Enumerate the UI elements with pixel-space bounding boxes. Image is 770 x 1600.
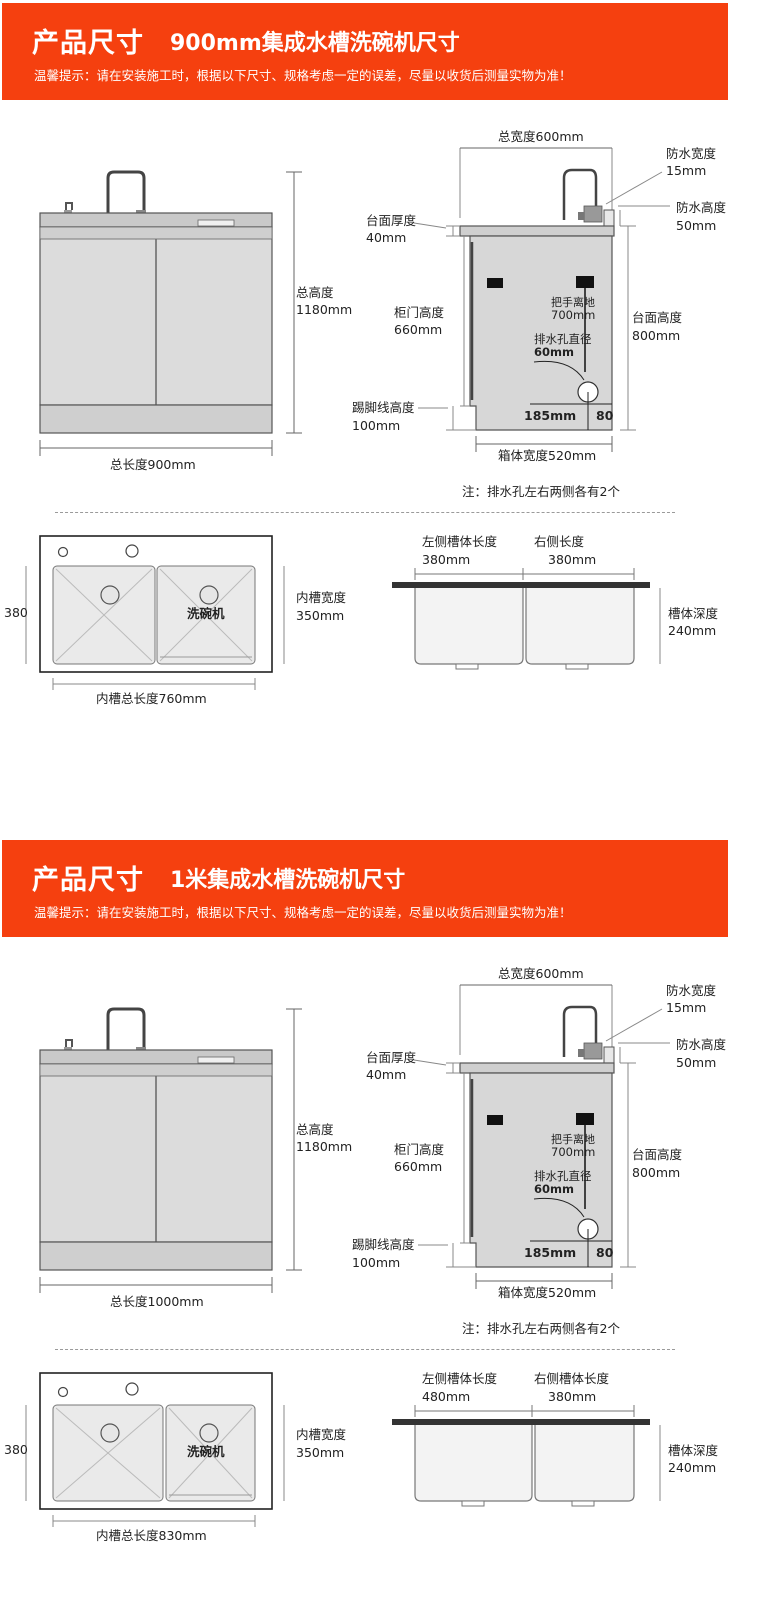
sink-left-length-value: 380mm bbox=[422, 552, 470, 567]
side-kick-label: 踢脚线高度 bbox=[352, 400, 415, 415]
top-inner-width-label: 内槽宽度 bbox=[296, 1427, 347, 1442]
section-1-divider bbox=[55, 512, 675, 513]
sink-depth-label: 槽体深度 bbox=[668, 606, 719, 621]
section-2-divider bbox=[55, 1349, 675, 1350]
sink-right-length-value: 380mm bbox=[548, 1389, 596, 1404]
top-inner-width-value: 350mm bbox=[296, 1445, 344, 1460]
front-total-height-value: 1180mm bbox=[296, 302, 352, 317]
sink-right-length-value: 380mm bbox=[548, 552, 596, 567]
side-kick-value: 100mm bbox=[352, 418, 400, 433]
sink-right-length-label: 右侧槽体长度 bbox=[534, 1371, 610, 1386]
top-dishwasher-label: 洗碗机 bbox=[187, 606, 225, 621]
side-waterproof-width-value: 15mm bbox=[666, 1000, 706, 1015]
side-drain-value: 60mm bbox=[534, 1182, 574, 1196]
section-1-diagram: 总高度 1180mm 总长度900mm 总宽度600mm 把手离地 700mm … bbox=[4, 129, 727, 706]
top-inner-length: 内槽总长度830mm bbox=[96, 1528, 207, 1543]
top-view: 洗碗机 380 内槽宽度 350mm 内槽总长度760mm bbox=[4, 535, 347, 706]
side-waterproof-height-label: 防水高度 bbox=[676, 200, 727, 215]
side-drain-label: 排水孔直径 bbox=[534, 332, 592, 346]
sink-depth-value: 240mm bbox=[668, 1460, 716, 1475]
side-counter-height-label: 台面高度 bbox=[632, 1147, 683, 1162]
side-total-width: 总宽度600mm bbox=[498, 129, 584, 144]
side-door-height-label: 柜门高度 bbox=[394, 305, 445, 320]
side-note: 注：排水孔左右两侧各有2个 bbox=[462, 484, 620, 499]
side-box-width: 箱体宽度520mm bbox=[498, 448, 596, 463]
front-total-length: 总长度1000mm bbox=[110, 1294, 204, 1309]
top-inner-length: 内槽总长度760mm bbox=[96, 691, 207, 706]
section-2-subtitle: 1米集成水槽洗碗机尺寸 bbox=[170, 868, 406, 893]
side-note: 注：排水孔左右两侧各有2个 bbox=[462, 1321, 620, 1336]
front-view: 总高度 1180mm 总长度1000mm bbox=[39, 1007, 352, 1309]
side-view: 总宽度600mm 把手离地 700mm 排水孔直径 60mm 185mm 80 … bbox=[352, 129, 727, 499]
side-drain-x: 185mm bbox=[524, 408, 576, 423]
sink-left-length-label: 左侧槽体长度 bbox=[422, 1371, 498, 1386]
sink-right-length-label: 右侧长度 bbox=[534, 534, 585, 549]
side-door-height-label: 柜门高度 bbox=[394, 1142, 445, 1157]
side-counter-height-value: 800mm bbox=[632, 1165, 680, 1180]
side-counter-height-value: 800mm bbox=[632, 328, 680, 343]
side-handle-label: 把手离地 bbox=[551, 1132, 595, 1146]
section-1-title: 产品尺寸 bbox=[32, 28, 144, 59]
section-1-notice: 温馨提示：请在安装施工时，根据以下尺寸、规格考虑一定的误差，尽量以收货后测量实物… bbox=[34, 68, 572, 83]
front-total-height-label: 总高度 bbox=[296, 1122, 334, 1137]
side-waterproof-height-label: 防水高度 bbox=[676, 1037, 727, 1052]
side-counter-thickness-label: 台面厚度 bbox=[366, 213, 417, 228]
front-total-height-label: 总高度 bbox=[296, 285, 334, 300]
side-handle-value: 700mm bbox=[551, 308, 595, 322]
section-2-title: 产品尺寸 bbox=[32, 865, 144, 896]
side-counter-thickness-value: 40mm bbox=[366, 230, 406, 245]
top-inner-width-value: 350mm bbox=[296, 608, 344, 623]
side-waterproof-width-label: 防水宽度 bbox=[666, 983, 717, 998]
side-view: 总宽度600mm 把手离地 700mm 排水孔直径 60mm 185mm 80 … bbox=[352, 966, 727, 1336]
sink-left-length-value: 480mm bbox=[422, 1389, 470, 1404]
top-view: 洗碗机 380 内槽宽度 350mm 内槽总长度830mm bbox=[4, 1372, 347, 1543]
side-handle-label: 把手离地 bbox=[551, 295, 595, 309]
section-2-notice: 温馨提示：请在安装施工时，根据以下尺寸、规格考虑一定的误差，尽量以收货后测量实物… bbox=[34, 905, 572, 920]
section-1-banner: 产品尺寸 900mm集成水槽洗碗机尺寸 温馨提示：请在安装施工时，根据以下尺寸、… bbox=[2, 3, 728, 100]
side-drain-y: 80 bbox=[596, 1245, 614, 1260]
sink-section-view: 左侧槽体长度 380mm 右侧长度 380mm 槽体深度 240mm bbox=[392, 534, 719, 670]
section-2-banner: 产品尺寸 1米集成水槽洗碗机尺寸 温馨提示：请在安装施工时，根据以下尺寸、规格考… bbox=[2, 840, 728, 937]
side-box-width: 箱体宽度520mm bbox=[498, 1285, 596, 1300]
top-dishwasher-label: 洗碗机 bbox=[187, 1444, 225, 1459]
top-left-dim: 380 bbox=[4, 605, 28, 620]
side-kick-label: 踢脚线高度 bbox=[352, 1237, 415, 1252]
side-drain-x: 185mm bbox=[524, 1245, 576, 1260]
side-waterproof-height-value: 50mm bbox=[676, 1055, 716, 1070]
side-counter-thickness-label: 台面厚度 bbox=[366, 1050, 417, 1065]
side-waterproof-width-value: 15mm bbox=[666, 163, 706, 178]
side-door-height-value: 660mm bbox=[394, 322, 442, 337]
front-total-length: 总长度900mm bbox=[110, 457, 196, 472]
side-waterproof-height-value: 50mm bbox=[676, 218, 716, 233]
front-view: 总高度 1180mm 总长度900mm bbox=[39, 170, 352, 472]
side-total-width: 总宽度600mm bbox=[498, 966, 584, 981]
side-kick-value: 100mm bbox=[352, 1255, 400, 1270]
sink-section-view: 左侧槽体长度 480mm 右侧槽体长度 380mm 槽体深度 240mm bbox=[392, 1371, 719, 1507]
section-2-diagram: 总高度 1180mm 总长度1000mm 总宽度600mm 把手离地 700mm… bbox=[4, 966, 727, 1543]
front-total-height-value: 1180mm bbox=[296, 1139, 352, 1154]
sink-depth-value: 240mm bbox=[668, 623, 716, 638]
sink-depth-label: 槽体深度 bbox=[668, 1443, 719, 1458]
side-drain-y: 80 bbox=[596, 408, 614, 423]
side-drain-value: 60mm bbox=[534, 345, 574, 359]
top-inner-width-label: 内槽宽度 bbox=[296, 590, 347, 605]
side-counter-thickness-value: 40mm bbox=[366, 1067, 406, 1082]
top-left-dim: 380 bbox=[4, 1442, 28, 1457]
sink-left-length-label: 左侧槽体长度 bbox=[422, 534, 498, 549]
side-drain-label: 排水孔直径 bbox=[534, 1169, 592, 1183]
side-handle-value: 700mm bbox=[551, 1145, 595, 1159]
side-door-height-value: 660mm bbox=[394, 1159, 442, 1174]
section-1-subtitle: 900mm集成水槽洗碗机尺寸 bbox=[170, 31, 460, 56]
side-counter-height-label: 台面高度 bbox=[632, 310, 683, 325]
side-waterproof-width-label: 防水宽度 bbox=[666, 146, 717, 161]
